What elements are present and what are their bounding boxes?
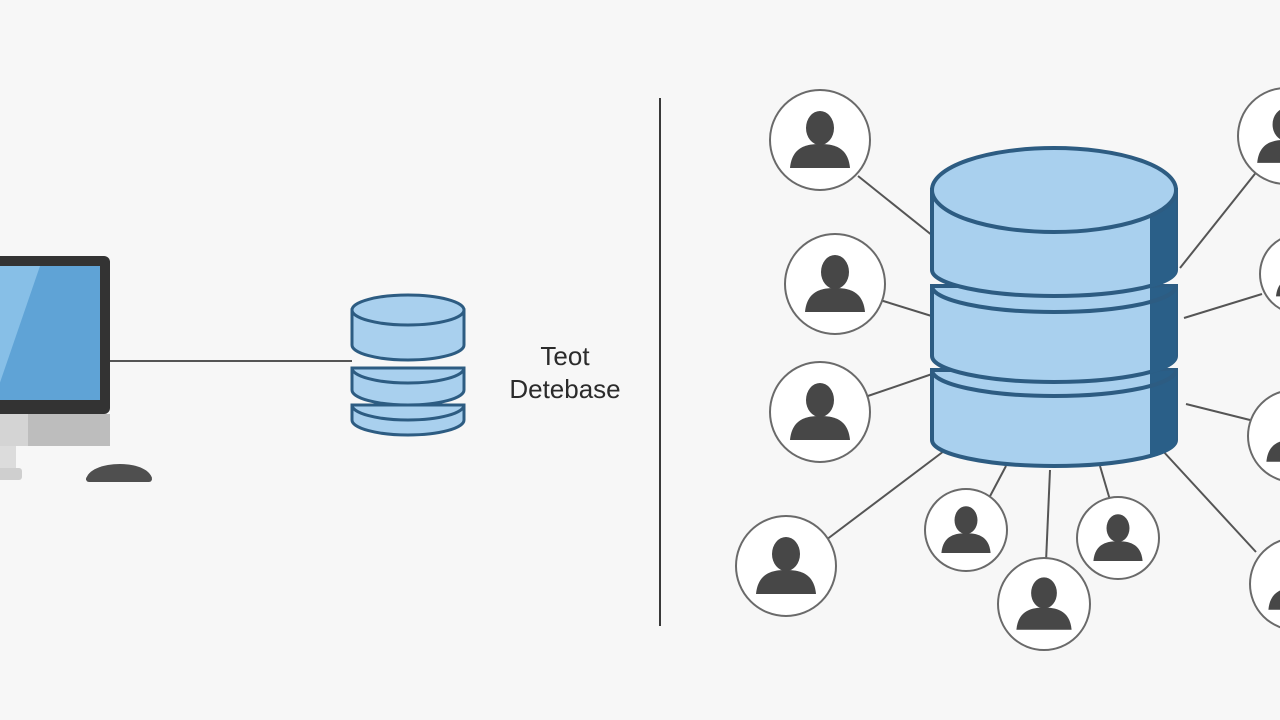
user-icon	[924, 488, 1008, 572]
user-icon	[997, 557, 1091, 651]
database-label-line-2: Detebase	[509, 374, 621, 404]
user-icon	[1237, 87, 1280, 185]
computer-mouse-icon	[86, 463, 152, 482]
database-label: Teot Detebase	[490, 340, 640, 406]
user-icon	[784, 233, 886, 335]
user-icon	[1249, 539, 1280, 629]
user-icon	[769, 361, 871, 463]
user-icon	[1076, 496, 1160, 580]
desktop-computer-icon	[0, 256, 110, 480]
database-label-line-1: Teot	[540, 341, 590, 371]
user-icon	[769, 89, 871, 191]
users-layer	[735, 87, 1280, 651]
large-database-icon	[930, 146, 1178, 468]
user-icon	[735, 515, 837, 617]
user-icon	[1247, 391, 1280, 481]
small-database-icon	[350, 293, 466, 437]
user-connectors	[825, 169, 1263, 563]
user-icon	[1259, 238, 1280, 310]
